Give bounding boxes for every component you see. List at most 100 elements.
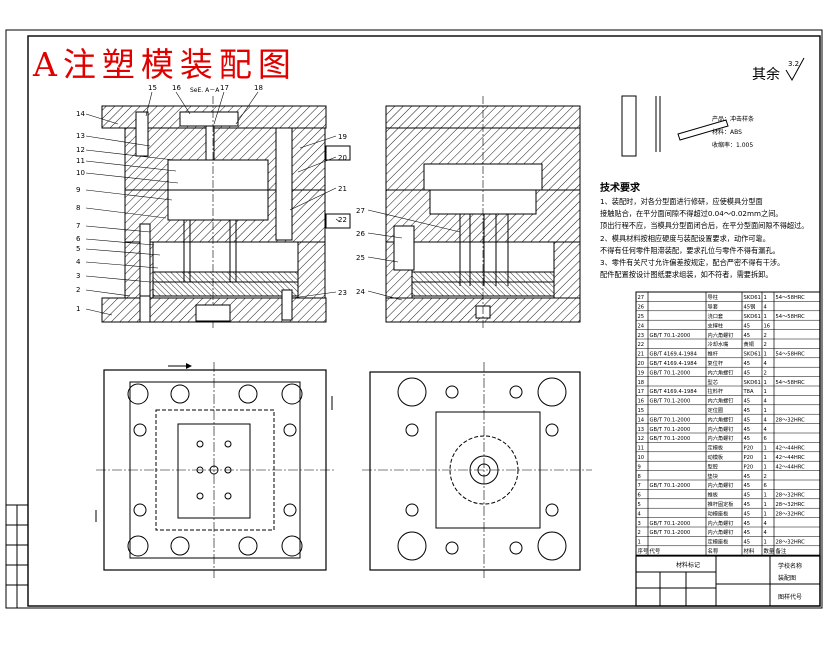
callout-number: 11 bbox=[76, 157, 85, 165]
bom-cell-no: 25 bbox=[638, 314, 645, 320]
bom-cell-name: 内六角螺钉 bbox=[708, 331, 734, 339]
bom-cell-mat: 45 bbox=[744, 521, 751, 527]
callout-number: 22 bbox=[338, 216, 347, 224]
bom-cell-no: 5 bbox=[638, 502, 641, 508]
bom-cell-no: 23 bbox=[638, 333, 645, 339]
bom-cell-name: 内六角螺钉 bbox=[708, 425, 734, 433]
bom-cell-qty: 1 bbox=[764, 295, 767, 301]
roughness-value: 3.2 bbox=[788, 60, 799, 68]
bom-cell-note: 28～32HRC bbox=[776, 511, 806, 517]
bom-cell-qty: 2 bbox=[764, 474, 767, 480]
bom-cell-mat: 黄铜 bbox=[744, 340, 754, 348]
bom-cell-std: GB/T 70.1-2000 bbox=[650, 399, 691, 405]
callout-number: 3 bbox=[76, 272, 80, 280]
bom-cell-qty: 4 bbox=[764, 530, 768, 536]
title-block-drawing-no: 图样代号 bbox=[778, 593, 802, 601]
callout-number: 2 bbox=[76, 286, 80, 294]
bom-cell-std: GB/T 70.1-2000 bbox=[650, 417, 691, 423]
bom-header-cell: 材料 bbox=[744, 547, 755, 555]
callout-number: 4 bbox=[76, 258, 81, 266]
bom-cell-qty: 1 bbox=[764, 455, 767, 461]
bom-cell-name: 定模板 bbox=[708, 444, 724, 452]
title-block-drawing: 装配图 bbox=[778, 574, 796, 582]
bom-cell-note: 42～44HRC bbox=[776, 464, 806, 470]
bom-cell-no: 10 bbox=[638, 455, 645, 461]
bom-cell-mat: 45钢 bbox=[744, 303, 756, 311]
bom-cell-mat: P20 bbox=[744, 455, 754, 461]
bom-cell-qty: 1 bbox=[764, 493, 767, 499]
callout-number: 15 bbox=[148, 84, 157, 92]
callout-number: 17 bbox=[220, 84, 229, 92]
bom-cell-qty: 1 bbox=[764, 314, 767, 320]
bom-cell-mat: SKD61 bbox=[744, 295, 761, 301]
technical-requirements-line: 配件配置按设计图纸要求组装，如不符者，需要拆卸。 bbox=[600, 270, 773, 280]
callout-number: 1 bbox=[76, 305, 80, 313]
callout-number: 5 bbox=[76, 245, 80, 253]
section-view-main bbox=[101, 96, 351, 330]
bom-cell-qty: 1 bbox=[764, 502, 767, 508]
bom-cell-mat: 45 bbox=[744, 417, 751, 423]
bom-cell-no: 21 bbox=[638, 352, 645, 358]
bom-cell-no: 4 bbox=[638, 511, 642, 517]
bom-cell-no: 1 bbox=[638, 540, 641, 546]
bom-cell-no: 2 bbox=[638, 530, 641, 536]
bom-cell-qty: 6 bbox=[764, 483, 767, 489]
product-info-line: 收缩率：1.005 bbox=[712, 142, 754, 149]
bom-cell-no: 8 bbox=[638, 474, 641, 480]
callout-number: 19 bbox=[338, 133, 347, 141]
bom-cell-mat: P20 bbox=[744, 464, 754, 470]
bom-cell-no: 18 bbox=[638, 380, 645, 386]
bom-cell-mat: P20 bbox=[744, 446, 754, 452]
callout-number: 7 bbox=[76, 222, 80, 230]
bom-cell-qty: 4 bbox=[764, 305, 768, 311]
roughness-symbol-icon: 3.2 bbox=[785, 57, 805, 82]
callout-number: 14 bbox=[76, 110, 85, 118]
outer-border bbox=[5, 29, 823, 609]
bom-cell-name: 推板 bbox=[708, 491, 719, 499]
bom-cell-name: 内六角螺钉 bbox=[708, 481, 734, 489]
plan-view-fixed-half bbox=[362, 362, 592, 578]
bom-cell-note: 42～44HRC bbox=[776, 446, 806, 452]
technical-requirements-line: 顶出行程不应，当模具分型面闭合后，在平分型面间隙不得超过。 bbox=[600, 221, 809, 231]
section-view-side bbox=[385, 96, 581, 330]
callout-number: 25 bbox=[356, 254, 365, 262]
plan-view-moving-half bbox=[96, 362, 336, 578]
callout-number: 9 bbox=[76, 186, 80, 194]
bom-cell-mat: SKD61 bbox=[744, 314, 761, 320]
bom-cell-no: 11 bbox=[638, 446, 645, 452]
bom-cell-note: 54～58HRC bbox=[776, 295, 806, 301]
bom-cell-no: 3 bbox=[638, 521, 641, 527]
roughness-label: 其余 bbox=[752, 67, 780, 83]
product-info-line: 产品：冲击样条 bbox=[712, 116, 755, 123]
bom-cell-qty: 4 bbox=[764, 427, 768, 433]
bom-cell-mat: T8A bbox=[743, 389, 754, 395]
bom-cell-mat: 45 bbox=[744, 493, 751, 499]
title-block: 材料标记 学校名称 装配图 图样代号 bbox=[635, 555, 821, 607]
bom-cell-note: 28～32HRC bbox=[776, 540, 806, 546]
callout-number: 24 bbox=[356, 288, 365, 296]
technical-requirements-heading: 技术要求 bbox=[600, 183, 640, 194]
bom-cell-qty: 1 bbox=[764, 380, 767, 386]
bom-cell-no: 15 bbox=[638, 408, 645, 414]
bom-cell-note: 28～32HRC bbox=[776, 502, 806, 508]
bom-cell-qty: 1 bbox=[764, 540, 767, 546]
bom-cell-qty: 1 bbox=[764, 352, 767, 358]
product-sketch bbox=[621, 95, 729, 157]
bom-cell-no: 16 bbox=[638, 399, 645, 405]
bom-cell-std: GB/T 70.1-2000 bbox=[650, 436, 691, 442]
bom-cell-name: 冷却水嘴 bbox=[708, 340, 729, 348]
bom-cell-no: 14 bbox=[638, 417, 645, 423]
bom-cell-name: 内六角螺钉 bbox=[708, 519, 734, 527]
technical-requirements-line: 不得有任何零件阻滞装配，要求孔位与零件不得有漏孔。 bbox=[600, 245, 780, 255]
bom-cell-name: 内六角螺钉 bbox=[708, 397, 734, 405]
bom-cell-name: 复位杆 bbox=[708, 359, 724, 367]
bom-cell-note: 42～44HRC bbox=[776, 455, 806, 461]
bom-cell-std: GB/T 4169.4-1984 bbox=[650, 361, 698, 367]
callout-number: 26 bbox=[356, 230, 365, 238]
product-info-line: 材料：ABS bbox=[712, 129, 742, 136]
bom-header-cell: 代号 bbox=[650, 547, 661, 555]
bom-cell-name: 推杆固定板 bbox=[708, 500, 735, 508]
bom-cell-mat: 45 bbox=[744, 540, 751, 546]
